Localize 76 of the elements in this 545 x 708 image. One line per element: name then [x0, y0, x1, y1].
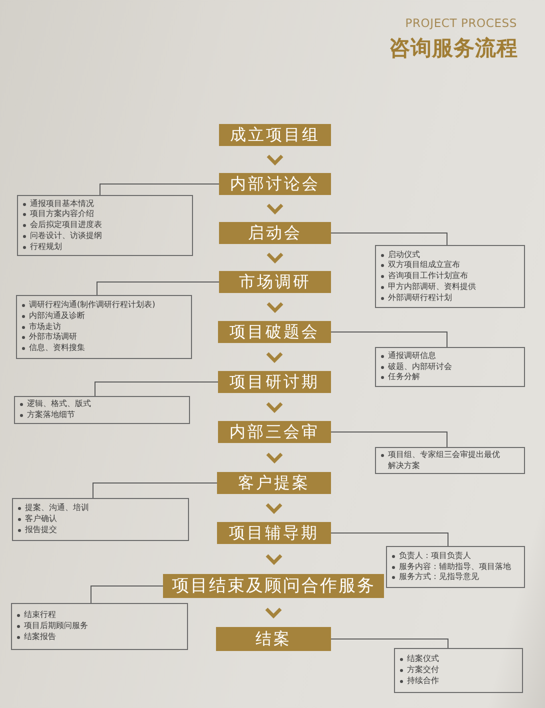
step-box: 启动会 — [219, 222, 331, 244]
note-text: 服务方式：见指导意见 — [399, 572, 480, 584]
note-text: 负责人：项目负责人 — [399, 550, 472, 562]
note-text: 咨询项目工作计划宣布 — [388, 271, 469, 282]
note-box — [375, 447, 525, 474]
note-text: 持续合作 — [407, 676, 440, 687]
step-box: 成立项目组 — [219, 124, 331, 146]
leader-line — [330, 432, 448, 448]
chevron-arrow — [266, 252, 284, 264]
note-text: 逻辑、格式、版式 — [27, 399, 92, 410]
leader-line — [330, 332, 448, 348]
note-text: 方案交付 — [407, 665, 440, 676]
chevron-arrow — [266, 503, 282, 514]
step-box: 结案 — [216, 627, 331, 651]
note-text: 通报项目基本情况 — [30, 198, 95, 209]
note-box — [386, 546, 525, 588]
leader-line — [330, 638, 448, 648]
note-text: 通报调研信息 — [388, 350, 437, 362]
note-text: 会后拟定项目进度表 — [30, 220, 103, 231]
step-box: 内部三会审 — [218, 421, 331, 443]
heading: 咨询服务流程 — [389, 38, 518, 59]
note-box — [375, 245, 525, 308]
note-text: 项目方案内容介绍 — [30, 209, 95, 220]
step-box: 项目辅导期 — [217, 522, 331, 544]
leader-line — [90, 586, 164, 604]
note-text: 破题、内部研讨会 — [388, 362, 453, 372]
chevron-arrow — [266, 352, 283, 364]
note-text: 结案报告 — [24, 632, 57, 643]
chevron-arrow — [266, 402, 283, 414]
note-box — [375, 347, 525, 387]
note-text: 项目后期顾问服务 — [24, 621, 89, 632]
note-text: 外部调研行程计划 — [388, 292, 453, 304]
step-box: 项目研讨期 — [218, 371, 331, 393]
note-text: 服务内容：辅助指导、项目落地 — [399, 562, 512, 572]
chevron-arrow — [266, 154, 284, 166]
note-text: 结案仪式 — [407, 654, 440, 665]
note-text: 客户确认 — [25, 514, 58, 525]
note-box — [11, 603, 188, 650]
chevron-arrow — [266, 554, 282, 566]
step-box: 市场调研 — [219, 271, 331, 293]
chevron-arrow — [266, 204, 284, 215]
step-box: 客户提案 — [217, 472, 331, 494]
note-box — [16, 295, 192, 359]
leader-line — [92, 482, 218, 498]
note-text: 启动仪式 — [388, 250, 421, 260]
note-text: 任务分解 — [388, 372, 421, 384]
step-box: 项目结束及顾问合作服务 — [163, 574, 384, 598]
subheading: PROJECT PROCESS — [405, 18, 517, 30]
leader-line — [96, 282, 220, 296]
chevron-arrow — [266, 452, 283, 464]
note-text: 结束行程 — [24, 610, 57, 622]
chevron-arrow — [266, 302, 284, 314]
note-box — [17, 195, 193, 256]
note-box — [12, 498, 189, 541]
note-text: 信息、资料搜集 — [29, 343, 86, 354]
note-text: 报告提交 — [25, 524, 58, 536]
note-text: 双方项目组成立宣布 — [388, 260, 461, 271]
chevron-arrow — [265, 608, 282, 619]
note-box — [394, 648, 523, 693]
note-text: 项目组、专家组三会审提出最优解决方案 — [388, 450, 501, 472]
step-box: 内部讨论会 — [219, 173, 331, 195]
note-text: 提案、沟通、培训 — [25, 503, 90, 514]
note-text: 外部市场调研 — [29, 332, 78, 344]
leader-line — [330, 532, 448, 546]
note-text: 问卷设计、访谈提纲 — [30, 230, 103, 242]
note-text: 甲方内部调研、资料提供 — [388, 282, 477, 293]
leader-line — [94, 382, 218, 396]
step-box: 项目破题会 — [218, 321, 331, 343]
note-text: 方案落地细节 — [27, 410, 76, 421]
leader-line — [330, 232, 448, 246]
note-text: 行程规划 — [30, 242, 63, 252]
note-text: 市场走访 — [29, 322, 62, 332]
note-text: 内部沟通及诊断 — [29, 310, 86, 322]
leader-line — [100, 184, 220, 196]
note-box — [14, 396, 190, 424]
note-text: 调研行程沟通(制作调研行程计划表) — [29, 300, 156, 311]
